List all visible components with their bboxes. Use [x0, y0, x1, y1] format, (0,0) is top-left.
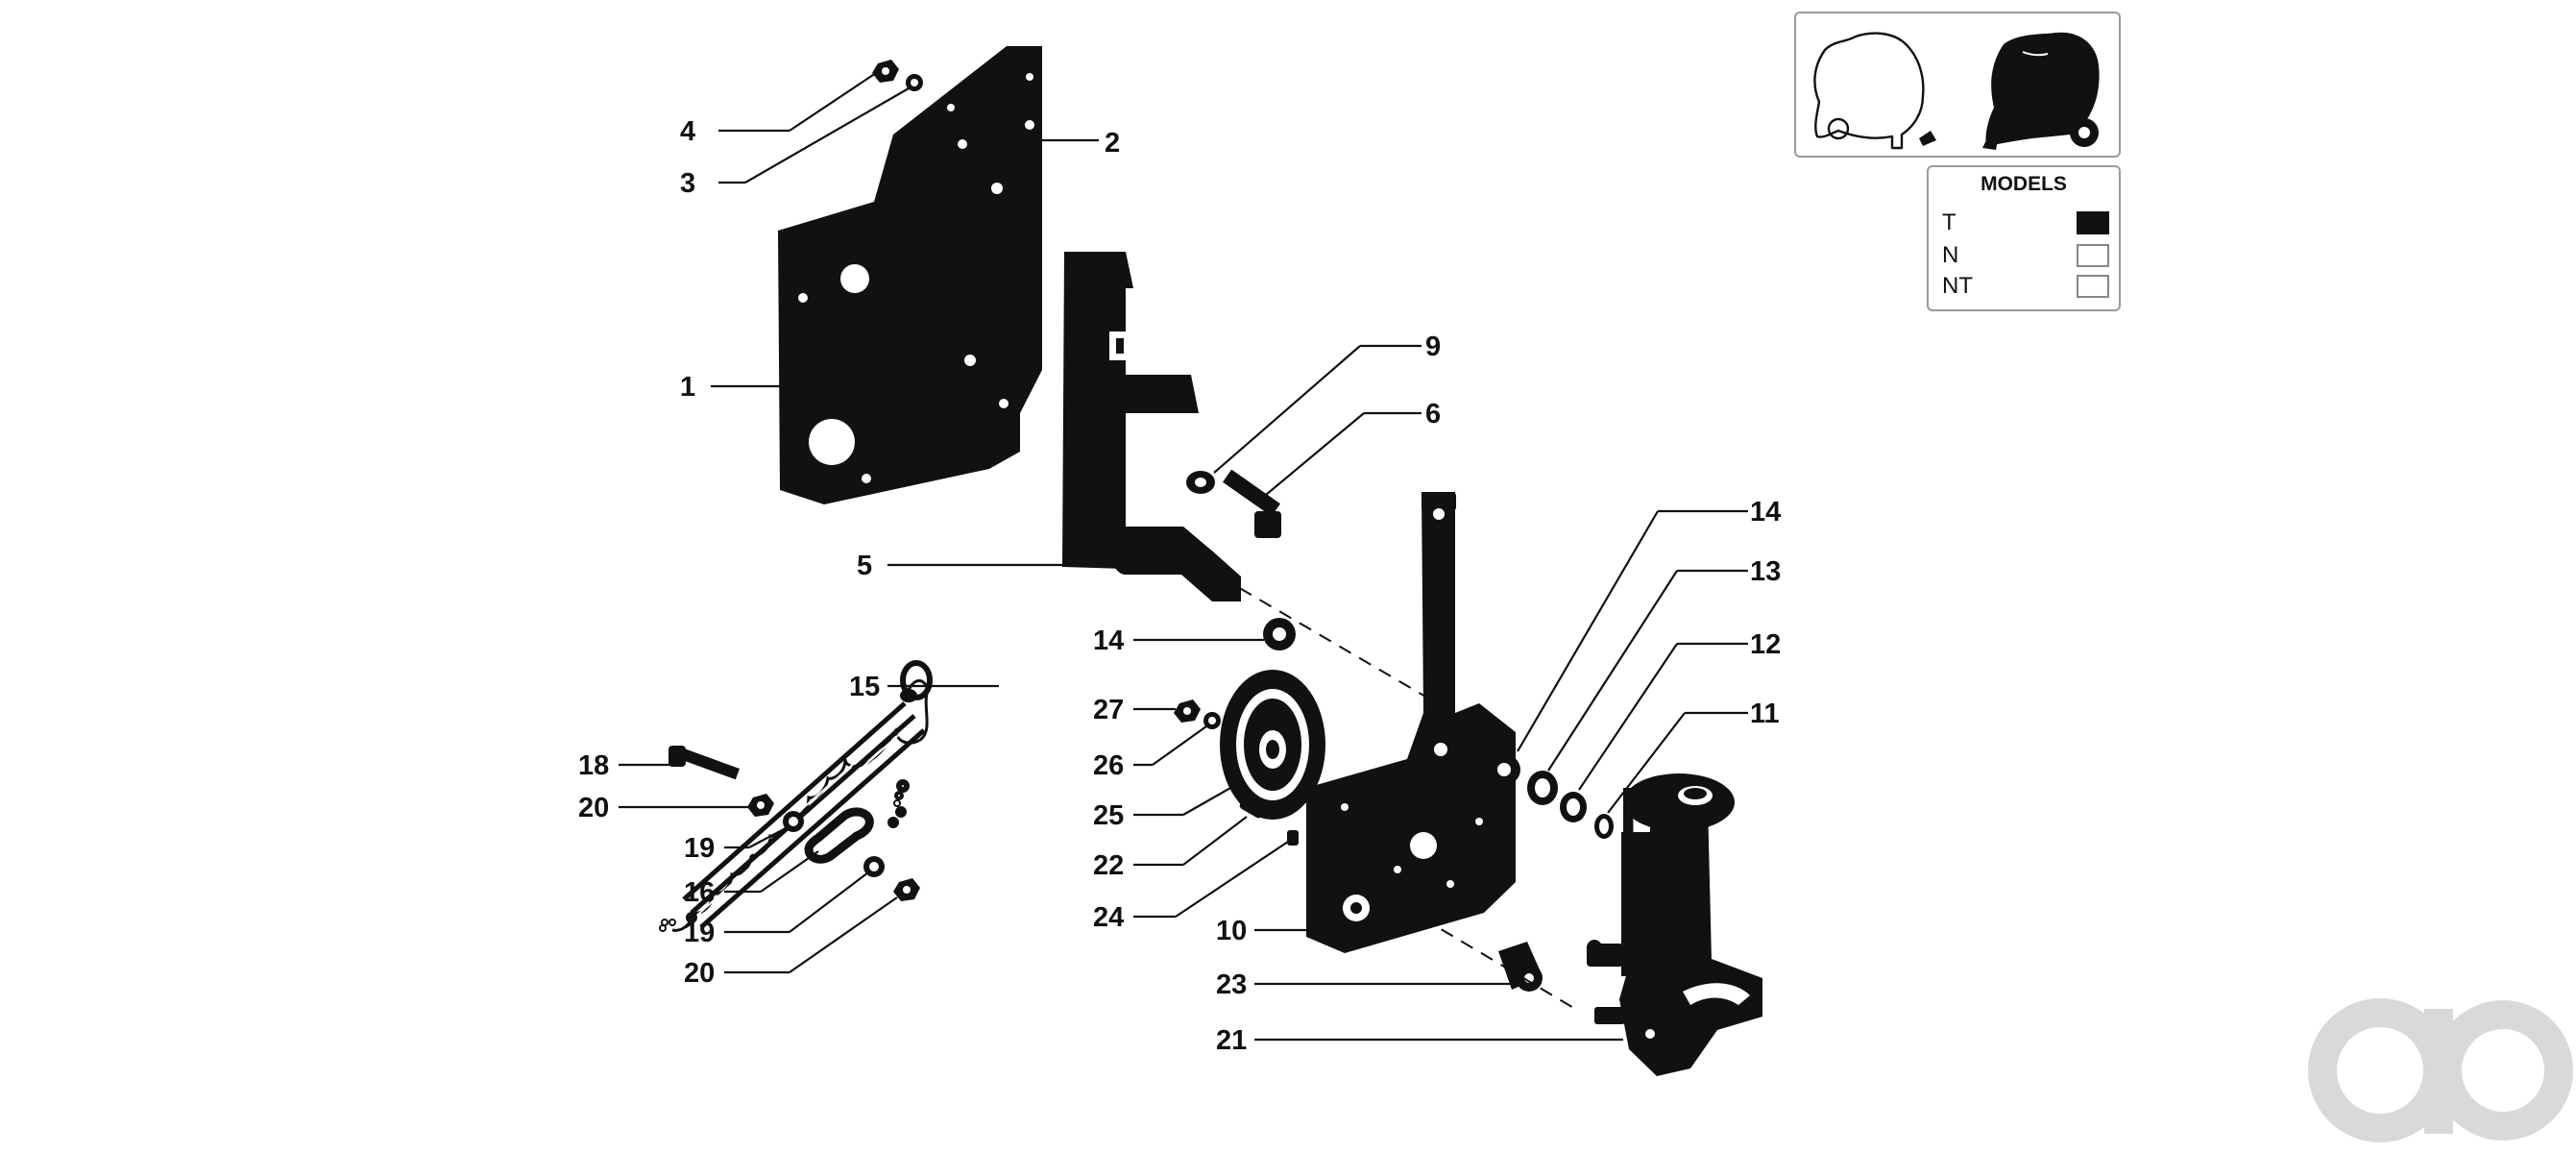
- part-9-washer: [1186, 471, 1215, 494]
- callout-16: 16: [684, 850, 819, 908]
- part-25-pulley: [1220, 670, 1325, 820]
- model-label-t: T: [1942, 209, 1956, 235]
- svg-text:22: 22: [1093, 850, 1124, 881]
- callout-10: 10: [1216, 916, 1337, 946]
- svg-text:23: 23: [1216, 969, 1247, 1000]
- callout-21: 21: [1216, 1025, 1623, 1056]
- svg-text:14: 14: [1093, 626, 1124, 656]
- part-26-nut: [1203, 712, 1221, 729]
- callout-23: 23: [1216, 969, 1516, 1000]
- model-row-nt: NT: [1940, 271, 2113, 300]
- svg-text:11: 11: [1750, 699, 1780, 729]
- part-11-ring: [1594, 814, 1614, 839]
- svg-text:15: 15: [849, 672, 880, 702]
- model-row-t: T: [1940, 208, 2113, 236]
- svg-text:10: 10: [1216, 916, 1247, 946]
- svg-text:27: 27: [1093, 695, 1124, 725]
- model-label-nt: NT: [1942, 273, 1973, 299]
- svg-text:6: 6: [1425, 399, 1441, 429]
- baler-thumbnail-panel: [1794, 12, 2121, 158]
- svg-text:5: 5: [857, 551, 872, 581]
- part-16-chain-link: [804, 807, 874, 864]
- part-21-motor: [1587, 773, 1762, 1076]
- svg-text:3: 3: [680, 168, 695, 199]
- callout-5: 5: [857, 551, 1085, 581]
- part-18-bolt: [668, 746, 741, 780]
- callout-6: 6: [1259, 399, 1441, 501]
- svg-text:21: 21: [1216, 1025, 1247, 1056]
- callout-25: 25: [1093, 782, 1240, 831]
- model-swatch-n: [2077, 244, 2109, 267]
- svg-text:13: 13: [1750, 556, 1781, 587]
- part-6-bolt: [1223, 469, 1281, 538]
- assembly-axis-lines: [1219, 576, 1576, 1010]
- callout-9: 9: [1213, 331, 1441, 474]
- svg-text:16: 16: [684, 877, 715, 908]
- svg-text:1: 1: [680, 372, 695, 403]
- callout-18: 18: [578, 750, 672, 781]
- part-2-bolt: [971, 109, 1016, 149]
- svg-text:19: 19: [684, 833, 715, 864]
- callout-19-upper: 19: [684, 827, 787, 864]
- part-14-bushing-right: [1488, 754, 1520, 785]
- part-22-pin: [1239, 800, 1263, 819]
- callout-3: 3: [680, 87, 910, 199]
- model-label-n: N: [1942, 242, 1959, 268]
- baler-filled-icon: [1982, 32, 2100, 150]
- models-title: MODELS: [1981, 173, 2067, 195]
- part-19-washer-upper: [783, 811, 804, 832]
- callout-15: 15: [849, 672, 999, 702]
- svg-text:20: 20: [578, 793, 609, 823]
- svg-text:2: 2: [1105, 128, 1120, 159]
- part-19-washer-lower: [863, 856, 885, 877]
- callout-27: 27: [1093, 695, 1176, 725]
- callout-13: 13: [1547, 556, 1781, 772]
- part-10-tensioner-plate: [1306, 492, 1516, 953]
- callout-4: 4: [680, 72, 877, 147]
- part-1-side-plate: [778, 46, 1042, 504]
- callout-26: 26: [1093, 725, 1207, 781]
- part-20-nut-lower: [893, 878, 920, 901]
- svg-text:26: 26: [1093, 750, 1124, 781]
- svg-text:4: 4: [680, 116, 695, 147]
- svg-text:24: 24: [1093, 902, 1124, 933]
- svg-text:19: 19: [684, 918, 715, 948]
- svg-text:18: 18: [578, 750, 609, 781]
- svg-text:25: 25: [1093, 800, 1124, 831]
- part-15-spring: [659, 660, 933, 932]
- part-5-bracket: [1062, 252, 1241, 601]
- model-swatch-t: [2077, 211, 2109, 234]
- svg-text:9: 9: [1425, 331, 1441, 362]
- brand-logo-watermark: [2308, 998, 2573, 1142]
- part-12-washer: [1560, 792, 1587, 822]
- callout-20-lower: 20: [684, 896, 898, 989]
- baler-outline-icon: [1813, 32, 1936, 150]
- part-14-bushing-upper: [1263, 618, 1296, 650]
- model-swatch-nt: [2077, 275, 2109, 298]
- callout-19-lower: 19: [684, 871, 869, 948]
- callout-24: 24: [1093, 839, 1292, 933]
- part-24-pin: [1287, 830, 1299, 846]
- svg-text:20: 20: [684, 958, 715, 989]
- part-4-nut: [872, 60, 899, 83]
- callout-12: 12: [1578, 629, 1781, 791]
- part-20-nut-upper: [747, 794, 774, 817]
- svg-text:14: 14: [1750, 497, 1781, 527]
- callout-20-upper: 20: [578, 793, 749, 823]
- svg-text:12: 12: [1750, 629, 1781, 660]
- part-3-washer: [906, 74, 923, 91]
- callout-22: 22: [1093, 816, 1248, 881]
- part-27-nut: [1174, 699, 1201, 723]
- callout-14-right: 14: [1517, 497, 1781, 752]
- model-row-n: N: [1940, 240, 2113, 269]
- models-legend: MODELS T N NT: [1927, 165, 2121, 311]
- part-13-washer: [1527, 771, 1558, 805]
- callout-14-upper: 14: [1093, 626, 1264, 656]
- callout-11: 11: [1607, 699, 1780, 814]
- callout-2: 2: [1018, 128, 1120, 159]
- part-23-bushing: [1498, 942, 1543, 992]
- callout-1: 1: [680, 372, 843, 403]
